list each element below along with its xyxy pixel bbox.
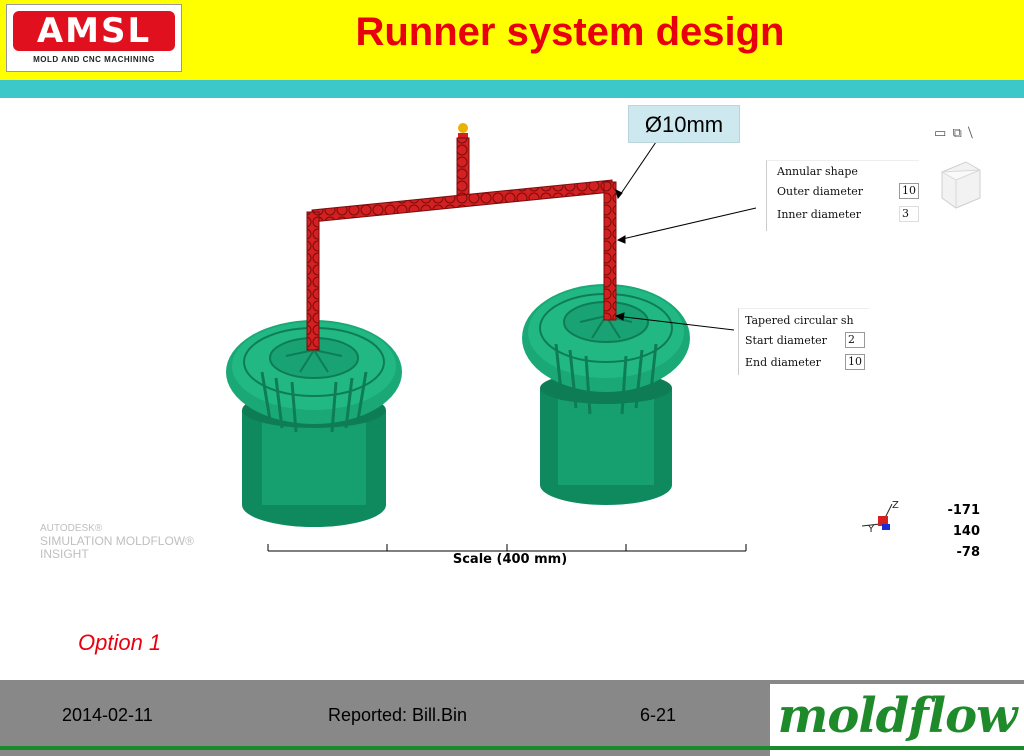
minimize-icon[interactable]: ▭ [934, 126, 948, 141]
inner-diameter-label: Inner diameter [777, 208, 862, 221]
axis-y-label: Y [867, 524, 875, 535]
footer-accent-line [0, 746, 1024, 750]
moldflow-logo-text: moldflow [777, 688, 1018, 744]
view-cube-icon[interactable] [936, 158, 982, 210]
axis-z-label: Z [892, 500, 899, 511]
watermark-line-2: SIMULATION MOLDFLOW® [40, 534, 194, 548]
coord-z: -78 [956, 545, 981, 560]
inner-diameter-input[interactable]: 3 [899, 206, 919, 222]
logo-text: AMSL [36, 11, 152, 51]
start-diameter-label: Start diameter [745, 334, 827, 347]
scale-bar [267, 544, 747, 552]
axis-triad-icon: Y Z [861, 500, 899, 535]
coord-y: 140 [952, 524, 980, 539]
outer-diameter-label: Outer diameter [777, 185, 864, 198]
slide-header: AMSL MOLD AND CNC MACHINING Runner syste… [0, 0, 1024, 80]
annular-shape-panel: Annular shape Outer diameter 10 Inner di… [766, 160, 919, 231]
option-label: Option 1 [78, 630, 162, 655]
right-cavity-part [522, 284, 690, 505]
slide-title: Runner system design [355, 10, 785, 54]
runner-system [306, 123, 617, 351]
annotation-arrows [614, 141, 757, 331]
end-diameter-input[interactable]: 10 [845, 354, 865, 370]
watermark-line-3: INSIGHT [40, 547, 89, 561]
logo-badge: AMSL [13, 11, 175, 51]
watermark-line-1: AUTODESK® [40, 523, 103, 534]
logo-subtitle: MOLD AND CNC MACHINING [33, 55, 155, 64]
diameter-callout: Ø10mm [628, 105, 740, 143]
amsl-logo: AMSL MOLD AND CNC MACHINING [6, 4, 182, 72]
coord-x: -171 [947, 503, 980, 518]
header-divider [0, 80, 1024, 98]
left-cavity-part [226, 320, 402, 527]
coordinate-readout: -171 140 -78 [944, 500, 980, 563]
footer-reporter: Reported: Bill.Bin [328, 705, 468, 725]
outer-diameter-input[interactable]: 10 [899, 183, 919, 199]
start-diameter-input[interactable]: 2 [845, 332, 865, 348]
tapered-group-label: Tapered circular sh [745, 314, 854, 327]
footer-page-number: 6-21 [640, 705, 677, 725]
close-icon[interactable]: ⧹ [967, 126, 974, 141]
footer-date: 2014-02-11 [62, 705, 153, 725]
restore-icon[interactable]: ⧉ [952, 126, 963, 141]
moldflow-watermark: AUTODESK® SIMULATION MOLDFLOW® INSIGHT [40, 522, 194, 561]
window-controls: ▭ ⧉ ⧹ [934, 126, 974, 141]
end-diameter-label: End diameter [745, 356, 821, 369]
moldflow-logo: moldflow [770, 684, 1024, 756]
tapered-shape-panel: Tapered circular sh Start diameter 2 End… [738, 308, 869, 375]
scale-label: Scale (400 mm) [452, 552, 568, 567]
annular-group-label: Annular shape [777, 165, 858, 178]
